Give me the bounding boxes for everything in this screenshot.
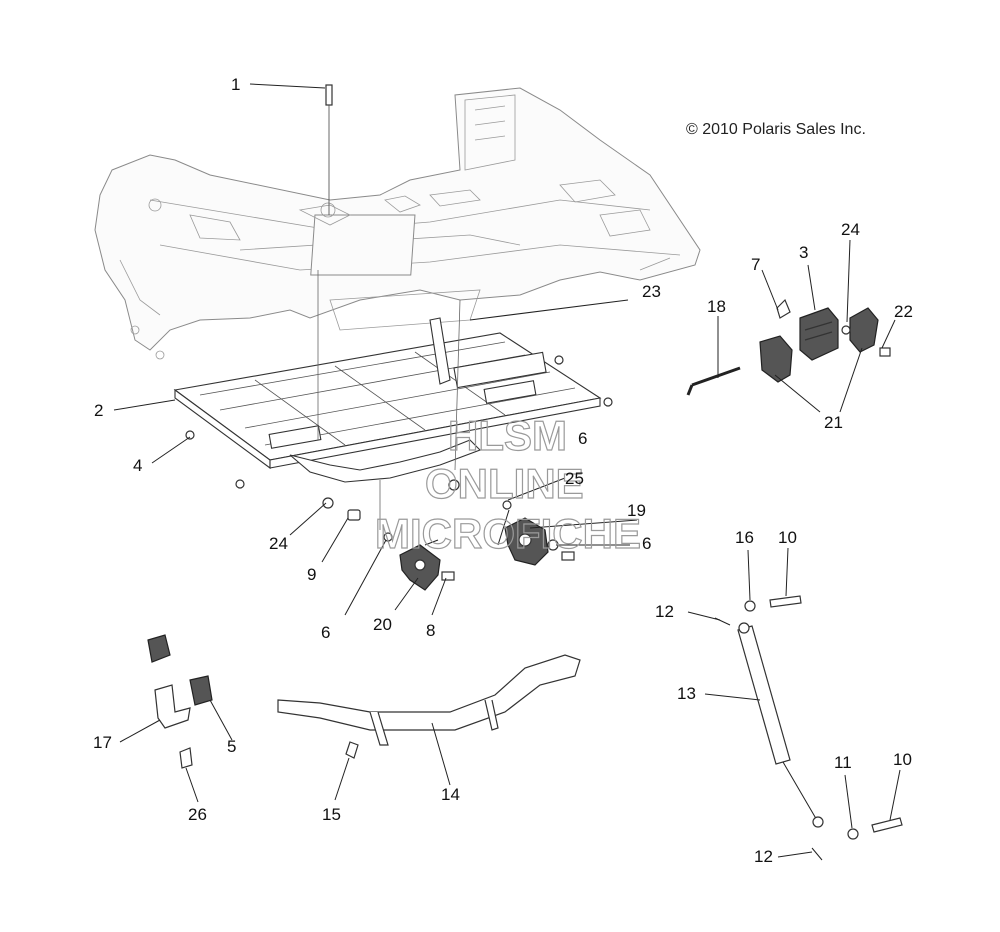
callout-15: 15: [322, 805, 341, 824]
callout-12b: 12: [754, 847, 773, 866]
fastener-set: [185, 84, 613, 542]
callout-11: 11: [834, 753, 852, 772]
callout-12a: 12: [655, 602, 674, 621]
callout-16: 16: [735, 528, 754, 547]
callout-10a: 10: [778, 528, 797, 547]
callout-8: 8: [426, 621, 435, 640]
callout-24b: 24: [841, 220, 860, 239]
callout-21: 21: [824, 413, 843, 432]
callout-6a: 6: [321, 623, 330, 642]
callout-17: 17: [93, 733, 112, 752]
callout-5: 5: [227, 737, 236, 756]
callout-10b: 10: [893, 750, 912, 769]
watermark-line-3: MICROFICHE: [375, 510, 641, 557]
callout-19: 19: [627, 501, 646, 520]
callout-22: 22: [894, 302, 913, 321]
callout-18: 18: [707, 297, 726, 316]
callout-6c: 6: [642, 534, 651, 553]
callout-23: 23: [642, 282, 661, 301]
callout-7: 7: [751, 255, 760, 274]
callout-3: 3: [799, 243, 808, 262]
callout-4: 4: [133, 456, 142, 475]
callout-labels: 1 2 3 4 5 6 6 6 7 8 9 10 10 11 12 12 13 …: [93, 75, 913, 866]
callout-20: 20: [373, 615, 392, 634]
watermark: HLSM ONLINE MICROFICHE: [374, 411, 641, 557]
crossmember-tube: [277, 654, 581, 759]
callout-6b: 6: [578, 429, 587, 448]
latch-group-right: [686, 298, 891, 396]
callout-24a: 24: [269, 534, 288, 553]
cargo-frame: [173, 317, 602, 483]
watermark-line-1: HLSM: [448, 412, 567, 459]
watermark-line-2: ONLINE: [425, 460, 584, 507]
latch-assembly-right: [504, 517, 575, 566]
callout-1: 1: [231, 75, 240, 94]
callout-26: 26: [188, 805, 207, 824]
callout-2: 2: [94, 401, 103, 420]
copyright-notice: © 2010 Polaris Sales Inc.: [686, 121, 866, 138]
callout-13: 13: [677, 684, 696, 703]
callout-25: 25: [565, 469, 584, 488]
gas-strut: [714, 595, 903, 861]
callout-9: 9: [307, 565, 316, 584]
leader-lines: [113, 83, 901, 858]
bracket-clamp-group: [147, 634, 213, 769]
cargo-box: [94, 87, 701, 360]
callout-14: 14: [441, 785, 460, 804]
latch-assembly-left: [399, 539, 455, 591]
